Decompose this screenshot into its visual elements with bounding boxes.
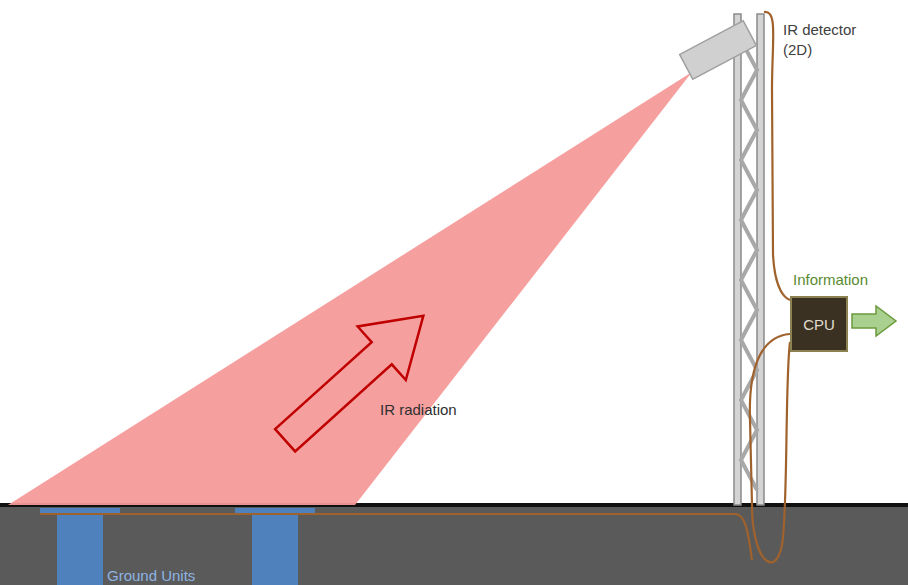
ir-detector bbox=[680, 21, 757, 80]
ir-beam bbox=[8, 72, 692, 505]
ground bbox=[0, 505, 908, 585]
radiation-arrow bbox=[261, 289, 447, 467]
ground-unit bbox=[252, 514, 298, 585]
unit-label: Ground Units bbox=[107, 566, 247, 585]
tower bbox=[734, 14, 764, 505]
cable bbox=[40, 12, 790, 563]
radiation-label: IR radiation bbox=[380, 400, 500, 420]
cpu-box: CPU bbox=[790, 296, 848, 352]
ground-unit bbox=[57, 514, 103, 585]
detector-label: IR detector (2D) bbox=[783, 20, 875, 59]
node-text: CPU bbox=[803, 316, 835, 333]
output-arrow bbox=[852, 306, 896, 336]
output-label: Information bbox=[793, 270, 903, 290]
